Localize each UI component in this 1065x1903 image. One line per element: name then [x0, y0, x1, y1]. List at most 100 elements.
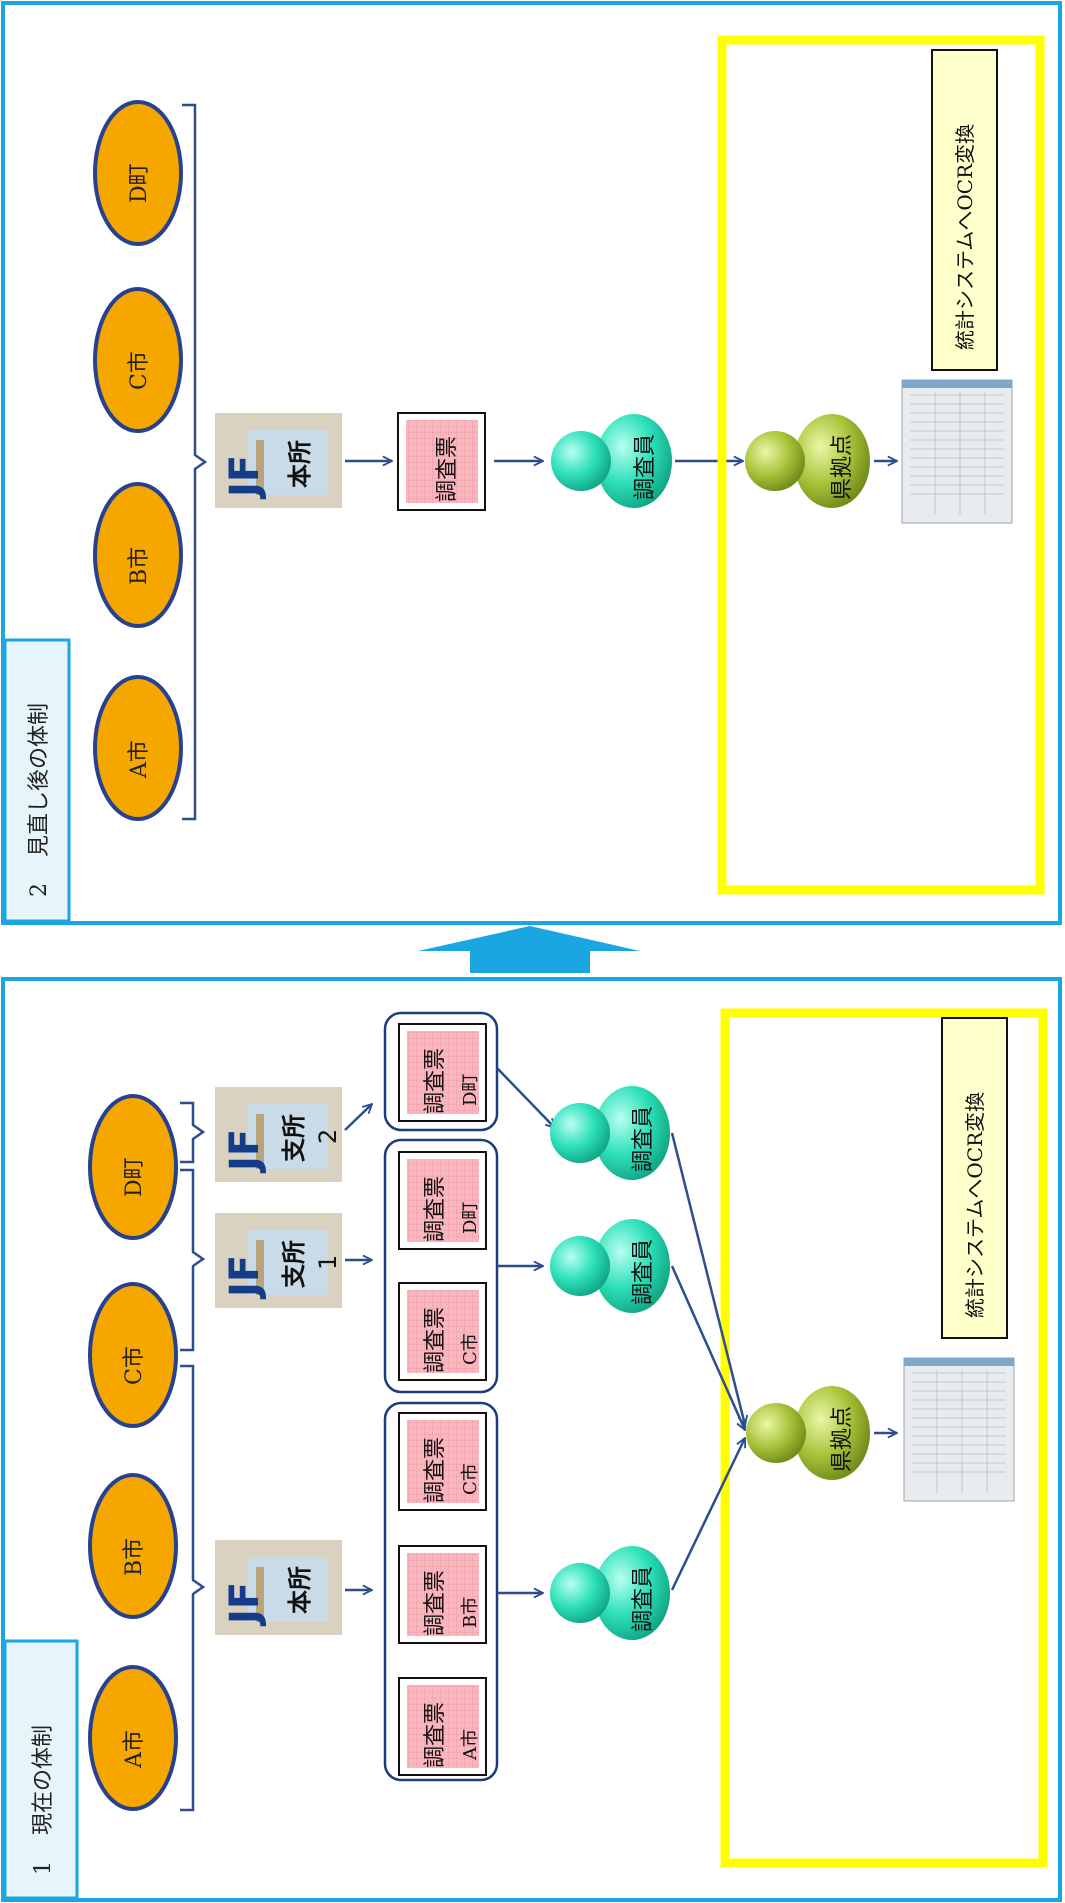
bottom-panel-border — [1, 977, 1062, 1902]
bottom-city-c-label: C市 — [122, 1346, 147, 1385]
bottom-form-d-label: 調査票 — [423, 1176, 448, 1242]
bottom-surveyor-2: 調査員 — [550, 1219, 670, 1313]
bottom-city-b — [88, 1473, 178, 1619]
bottom-form-c-label: 調査票 — [423, 1437, 448, 1503]
bottom-branch1-number: 1 — [314, 1255, 342, 1270]
top-surveyor-body — [596, 414, 672, 508]
bottom-title-number: 1 — [31, 1861, 56, 1875]
top-yellow-box — [717, 35, 1045, 895]
bottom-arrow-s1-hub — [670, 1438, 747, 1591]
top-brace — [182, 103, 208, 821]
bottom-form-a-city: A市 — [460, 1729, 481, 1761]
top-city-c-label: C市 — [127, 351, 152, 390]
top-form: 調査票 — [397, 412, 486, 511]
bottom-city-a-label: A市 — [122, 1730, 147, 1769]
bottom-branch2-label: 支所 — [280, 1114, 308, 1162]
top-panel-title: 見直し後の体制 — [27, 703, 52, 857]
bottom-main-office-label: 本所 — [286, 1566, 314, 1614]
bottom-arrow-branch2-forms — [344, 1104, 372, 1131]
bottom-brace-main — [180, 1364, 206, 1812]
top-city-d — [93, 100, 183, 246]
bottom-surveyor-2-body — [594, 1219, 670, 1313]
bottom-form-a: 調査票 A市 — [398, 1677, 487, 1776]
bottom-arrow-forms-surveyor3 — [496, 1067, 555, 1128]
bottom-form-c2: 調査票 C市 — [398, 1282, 487, 1381]
bottom-form-group-main — [383, 1401, 499, 1782]
top-city-b — [93, 482, 183, 628]
bottom-branch1-label: 支所 — [280, 1240, 308, 1288]
person-icon — [746, 1403, 806, 1463]
bottom-form-c2-city: C市 — [460, 1333, 481, 1365]
bottom-arrow-s2-hub — [670, 1265, 745, 1430]
top-surveyor: 調査員 — [551, 414, 672, 508]
top-hub: 県拠点 — [745, 414, 870, 508]
bottom-surveyor-2-label: 調査員 — [631, 1239, 656, 1305]
jf-logo-icon: JF — [222, 1582, 268, 1627]
bottom-surveyor-1: 調査員 — [550, 1546, 670, 1640]
bottom-jf-branch1: JF 支所 1 — [215, 1213, 342, 1308]
bottom-hub-body — [794, 1386, 870, 1480]
bottom-form-a-label: 調査票 — [423, 1702, 448, 1768]
top-city-b-label: B市 — [127, 547, 152, 585]
person-icon — [745, 431, 805, 491]
top-city-a — [93, 675, 183, 821]
bottom-panel-title: 現在の体制 — [31, 1725, 56, 1835]
bottom-yellow-box — [720, 1008, 1048, 1868]
top-hub-body — [794, 414, 870, 508]
bottom-form-d2: 調査票 D町 — [398, 1023, 487, 1122]
top-title-number: 2 — [27, 883, 52, 897]
bottom-form-d-city: D町 — [460, 1202, 481, 1234]
ocr-screen-icon — [903, 1357, 1015, 1502]
bottom-form-c-city: C市 — [460, 1463, 481, 1495]
bottom-brace-branch1 — [180, 1168, 206, 1352]
up-arrow-icon — [418, 926, 640, 973]
top-cities: A市 B市 C市 D町 — [93, 100, 183, 821]
bottom-form-b: 調査票 B市 — [398, 1545, 487, 1644]
bottom-city-b-label: B市 — [122, 1538, 147, 1576]
bottom-panel: 1 現在の体制 A市 B市 C市 D町 JF 本所 — [1, 977, 1062, 1902]
bottom-ocr-label: 統計システムへOCR変換 — [963, 1092, 987, 1318]
bottom-city-a — [88, 1665, 178, 1811]
person-icon — [550, 1103, 610, 1163]
bottom-ocr-box — [941, 1017, 1008, 1339]
bottom-form-b-label: 調査票 — [423, 1570, 448, 1636]
bottom-city-d — [88, 1094, 178, 1240]
top-panel: 2 見直し後の体制 A市 B市 C市 D町 JF 本所 調査票 — [1, 1, 1062, 925]
bottom-form-d: 調査票 D町 — [398, 1151, 487, 1250]
person-icon — [551, 431, 611, 491]
jf-logo-icon: JF — [222, 455, 268, 500]
bottom-surveyor-3: 調査員 — [550, 1086, 670, 1180]
bottom-jf-branch2: JF 支所 2 — [215, 1087, 342, 1182]
bottom-surveyor-3-body — [594, 1086, 670, 1180]
top-city-a-label: A市 — [127, 740, 152, 779]
bottom-cities: A市 B市 C市 D町 — [88, 1094, 178, 1811]
top-city-d-label: D町 — [127, 163, 152, 203]
top-surveyor-label: 調査員 — [633, 434, 658, 500]
bottom-form-d2-city: D町 — [460, 1074, 481, 1106]
bottom-surveyor-1-label: 調査員 — [631, 1566, 656, 1632]
bottom-jf-main: JF 本所 — [215, 1540, 342, 1635]
bottom-city-c — [88, 1282, 178, 1428]
ocr-screen-icon — [901, 379, 1013, 524]
top-hub-label: 県拠点 — [830, 434, 855, 500]
bottom-brace-branch2 — [180, 1101, 206, 1164]
jf-logo-icon: JF — [222, 1129, 268, 1174]
top-office-label: 本所 — [286, 440, 314, 488]
bottom-surveyor-1-body — [594, 1546, 670, 1640]
bottom-hub: 県拠点 — [746, 1386, 870, 1480]
person-icon — [550, 1563, 610, 1623]
person-icon — [550, 1236, 610, 1296]
top-ocr-label: 統計システムへOCR変換 — [953, 124, 977, 350]
jf-logo-icon: JF — [222, 1255, 268, 1300]
bottom-arrow-s3-hub — [670, 1132, 745, 1425]
bottom-form-c2-label: 調査票 — [423, 1307, 448, 1373]
bottom-hub-label: 県拠点 — [830, 1406, 855, 1472]
bottom-form-b-city: B市 — [460, 1597, 481, 1628]
bottom-title-box — [3, 1639, 79, 1900]
top-form-label: 調査票 — [435, 436, 460, 502]
bottom-branch2-number: 2 — [314, 1129, 342, 1144]
bottom-surveyor-3-label: 調査員 — [631, 1106, 656, 1172]
bottom-form-c: 調査票 C市 — [398, 1412, 487, 1511]
